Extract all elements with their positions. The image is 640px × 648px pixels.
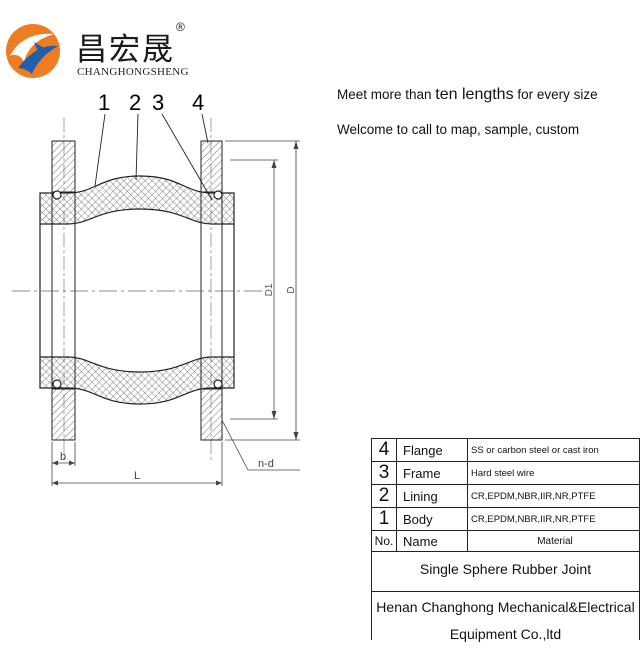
bom-table: 4 Flange SS or carbon steel or cast iron… (371, 438, 640, 642)
callout-3: 3 (152, 90, 164, 115)
bom-grid: 4 Flange SS or carbon steel or cast iron… (371, 438, 640, 552)
left-flange (51, 140, 76, 441)
rubber-body-bottom (39, 356, 235, 405)
bom-name: Body (396, 507, 468, 531)
promo-emphasis: ten lengths (435, 86, 514, 103)
callout-4: 4 (192, 90, 204, 115)
bom-header-name: Name (396, 530, 468, 552)
promo-suffix: for every size (513, 87, 598, 102)
promo-headline: Meet more than ten lengths for every siz… (337, 86, 598, 104)
brand-name-cn: 昌宏晟 (76, 32, 175, 68)
company-line-1: Henan Changhong Mechanical&Electrical (376, 599, 635, 615)
registered-mark: ® (176, 20, 185, 34)
bom-row: 3 Frame Hard steel wire (371, 461, 640, 485)
dim-D1: D1 (264, 283, 275, 296)
callout-2: 2 (129, 90, 141, 115)
brand-name-en: CHANGHONGSHENG (77, 66, 189, 78)
bird-circle-logo-icon (6, 24, 60, 78)
bom-no: 2 (371, 484, 397, 508)
bom-material: CR,EPDM,NBR,IIR,NR,PTFE (467, 507, 640, 531)
bom-no: 4 (371, 438, 397, 462)
bom-no: 3 (371, 461, 397, 485)
bom-row: 2 Lining CR,EPDM,NBR,IIR,NR,PTFE (371, 484, 640, 508)
bom-material: Hard steel wire (467, 461, 640, 485)
dim-n-d: n-d (258, 458, 274, 470)
bom-material: SS or carbon steel or cast iron (467, 438, 640, 462)
bom-header-material: Material (467, 530, 640, 552)
promo-prefix: Meet more than (337, 87, 436, 102)
promo-subline: Welcome to call to map, sample, custom (337, 122, 580, 137)
dim-L: L (134, 470, 140, 482)
bom-material: CR,EPDM,NBR,IIR,NR,PTFE (467, 484, 640, 508)
bom-row: 4 Flange SS or carbon steel or cast iron (371, 438, 640, 462)
company-name: Henan Changhong Mechanical&Electrical Eq… (371, 592, 640, 642)
bom-name: Flange (396, 438, 468, 462)
bom-row: 1 Body CR,EPDM,NBR,IIR,NR,PTFE (371, 507, 640, 531)
dim-b: b (60, 451, 66, 463)
bom-no: 1 (371, 507, 397, 531)
bom-header-row: No. Name Material (371, 530, 640, 552)
company-line-2: Equipment Co.,ltd (449, 626, 562, 642)
product-title: Single Sphere Rubber Joint (371, 546, 640, 592)
rubber-body-top (39, 175, 235, 225)
dim-D: D (286, 286, 297, 293)
callout-1: 1 (98, 90, 110, 115)
bom-name: Frame (396, 461, 468, 485)
bom-name: Lining (396, 484, 468, 508)
